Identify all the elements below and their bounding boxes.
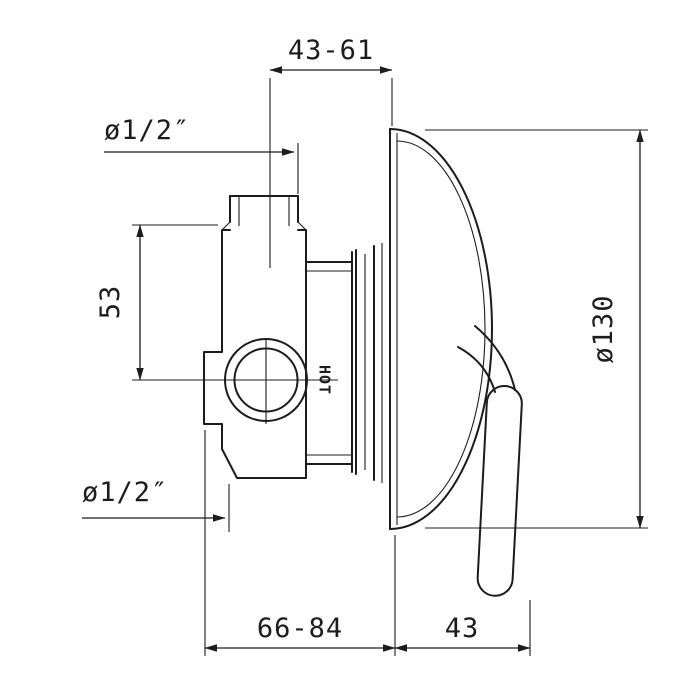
dim-inlet-bottom-label: ø1/2″ bbox=[82, 477, 168, 508]
dim-trim-depth-label: 43 bbox=[445, 613, 480, 644]
dimension-axis-offset: 53 bbox=[95, 224, 218, 381]
cover-plate bbox=[389, 128, 493, 530]
dimension-plate-diameter: ø130 bbox=[425, 129, 648, 529]
lever-handle-grip bbox=[476, 385, 523, 597]
centerlines bbox=[132, 78, 338, 424]
dim-body-depth-label: 66-84 bbox=[257, 613, 343, 644]
dim-top-depth-label: 43-61 bbox=[288, 35, 374, 66]
cartridge-housing bbox=[305, 243, 383, 483]
dimension-trim-depth: 43 bbox=[394, 600, 531, 656]
valve-body-outline bbox=[203, 229, 307, 479]
dim-inlet-top-label: ø1/2″ bbox=[104, 115, 190, 146]
dimension-inlet-top: ø1/2″ bbox=[104, 115, 299, 194]
dimension-body-depth: 66-84 bbox=[204, 430, 396, 656]
cover-plate-rim bbox=[396, 140, 486, 518]
dimension-inlet-bottom: ø1/2″ bbox=[82, 477, 230, 532]
dim-plate-diameter-label: ø130 bbox=[588, 294, 619, 363]
valve-body: HOT bbox=[132, 78, 383, 483]
hot-marking-label: HOT bbox=[316, 365, 334, 395]
cover-plate-dome bbox=[389, 128, 493, 530]
dimension-top-depth: 43-61 bbox=[269, 35, 393, 126]
lever-handle bbox=[457, 325, 523, 597]
dim-axis-offset-label: 53 bbox=[95, 285, 126, 320]
top-inlet-port bbox=[221, 195, 307, 231]
